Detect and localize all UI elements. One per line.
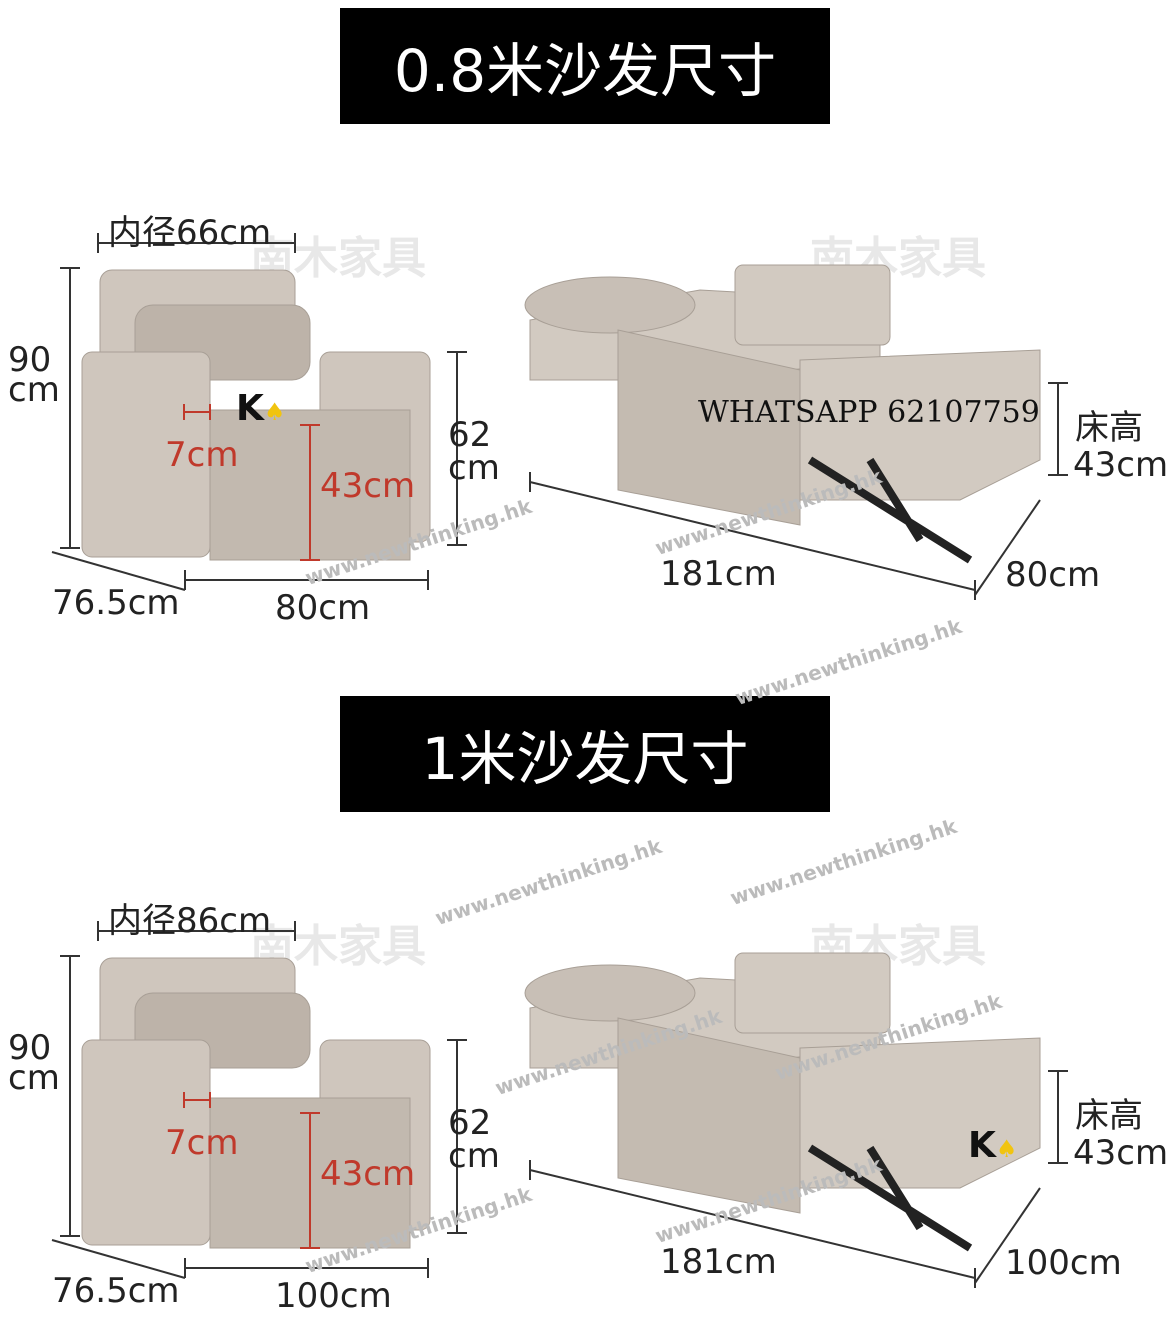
k-logo-letter: K — [236, 388, 264, 429]
armchair — [81, 269, 431, 561]
sofa-illustration — [51, 233, 1068, 600]
chair-icon: ♠ — [263, 398, 286, 426]
arm-width-label: 7cm — [165, 1123, 239, 1163]
chair-icon: ♠ — [995, 1135, 1018, 1163]
bed-length-label: 181cm — [660, 554, 777, 594]
red-dimension-lines — [183, 404, 320, 561]
dimension-lines — [51, 233, 1068, 600]
bed-height-label: 43cm — [1073, 1133, 1169, 1173]
whatsapp-contact: WHATSAPP 62107759 — [698, 395, 1040, 430]
k-logo: K♠ — [968, 1125, 1017, 1166]
height-unit: cm — [8, 1058, 60, 1098]
arm-height-value: 62 — [448, 1103, 492, 1143]
depth-label: 76.5cm — [52, 1271, 180, 1311]
arm-width-label: 7cm — [165, 435, 239, 475]
sofa-bed — [524, 264, 1041, 564]
k-logo: K♠ — [236, 388, 285, 429]
bed-height-label: 43cm — [1073, 445, 1169, 485]
section-title: 0.8米沙发尺寸 — [340, 8, 830, 124]
sofa-illustration — [51, 921, 1068, 1288]
bed-width-label: 80cm — [1005, 555, 1101, 595]
sofa-section: 1米沙发尺寸 南木家具 南木家具 — [0, 688, 1170, 1340]
section-title: 1米沙发尺寸 — [340, 696, 830, 812]
inner-width-label: 内径86cm — [108, 901, 272, 941]
red-dimension-lines — [183, 1092, 320, 1249]
bed-length-label: 181cm — [660, 1242, 777, 1282]
height-unit: cm — [8, 370, 60, 410]
armchair — [81, 957, 431, 1249]
arm-height-unit: cm — [448, 1136, 500, 1176]
bed-height-caption: 床高 — [1075, 408, 1143, 448]
inner-width-label: 内径66cm — [108, 213, 272, 253]
width-label: 100cm — [275, 1276, 392, 1316]
width-label: 80cm — [275, 588, 371, 628]
sofa-section: 0.8米沙发尺寸 南木家具 南木家具 — [8, 8, 1169, 628]
height-value: 90 — [8, 340, 52, 380]
bed-height-caption: 床高 — [1075, 1096, 1143, 1136]
depth-label: 76.5cm — [52, 583, 180, 623]
k-logo-letter: K — [968, 1125, 996, 1166]
seat-height-label: 43cm — [320, 466, 416, 506]
seat-height-label: 43cm — [320, 1154, 416, 1194]
arm-height-unit: cm — [448, 448, 500, 488]
arm-height-value: 62 — [448, 415, 492, 455]
height-value: 90 — [8, 1028, 52, 1068]
dimension-lines — [51, 921, 1068, 1288]
sofa-bed — [524, 952, 1041, 1252]
bed-width-label: 100cm — [1005, 1243, 1122, 1283]
